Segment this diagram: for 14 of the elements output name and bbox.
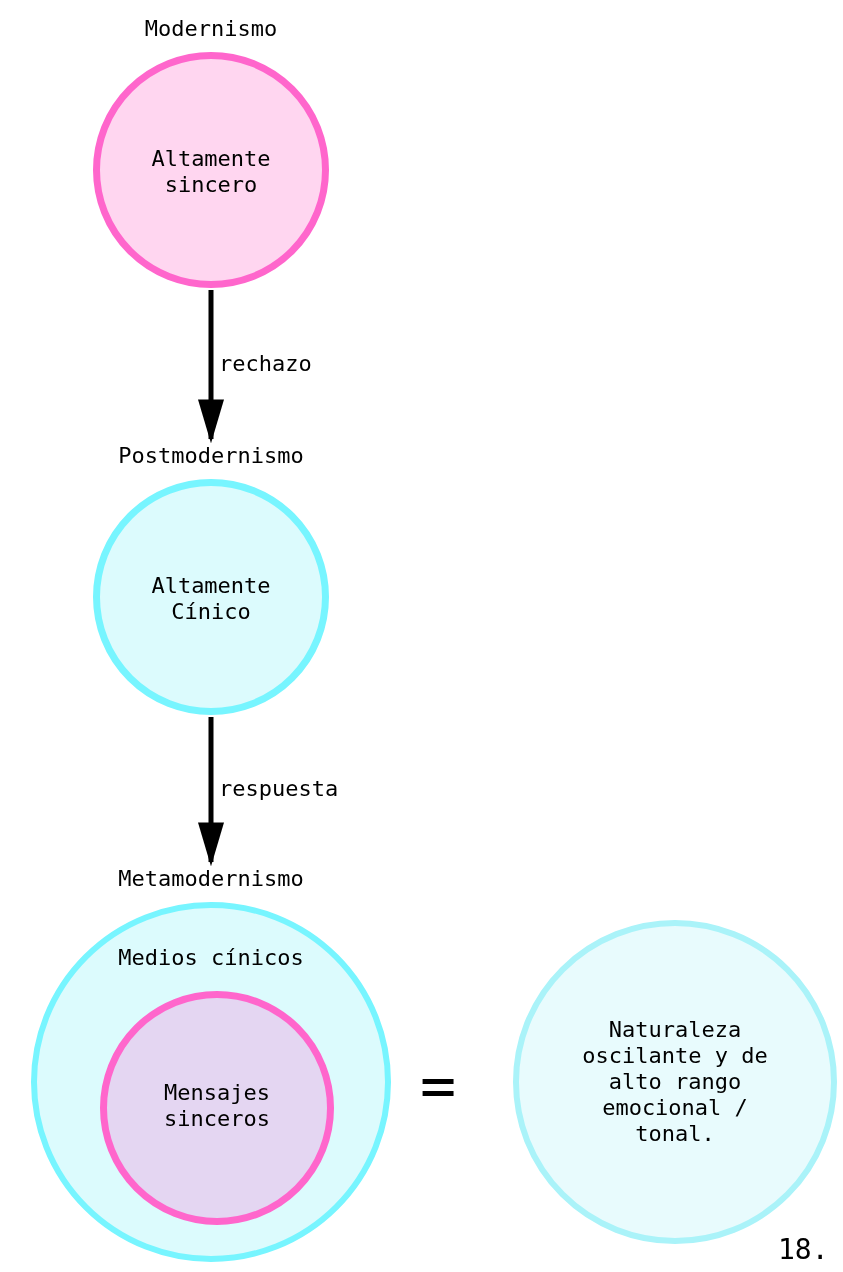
page-number: 18.: [778, 1236, 829, 1264]
circle-text: Medios cínicos: [117, 945, 305, 972]
heading-text: Modernismo: [143, 16, 279, 41]
heading-text: Postmodernismo: [117, 443, 305, 468]
circle-text: Naturaleza oscilante y de alto rango emocional / tonal.: [581, 1017, 769, 1148]
equals-sign: =: [420, 1055, 457, 1115]
edge-label: respuesta: [219, 775, 339, 801]
circle-text: Mensajes sinceros: [163, 1079, 271, 1132]
heading-text: Metamodernismo: [117, 866, 305, 891]
edge-label: rechazo: [219, 350, 312, 376]
arrow: [198, 290, 224, 442]
arrow: [198, 717, 224, 865]
circle-text: Altamente sincero: [150, 146, 272, 199]
circle-text: Altamente Cínico: [150, 573, 272, 626]
